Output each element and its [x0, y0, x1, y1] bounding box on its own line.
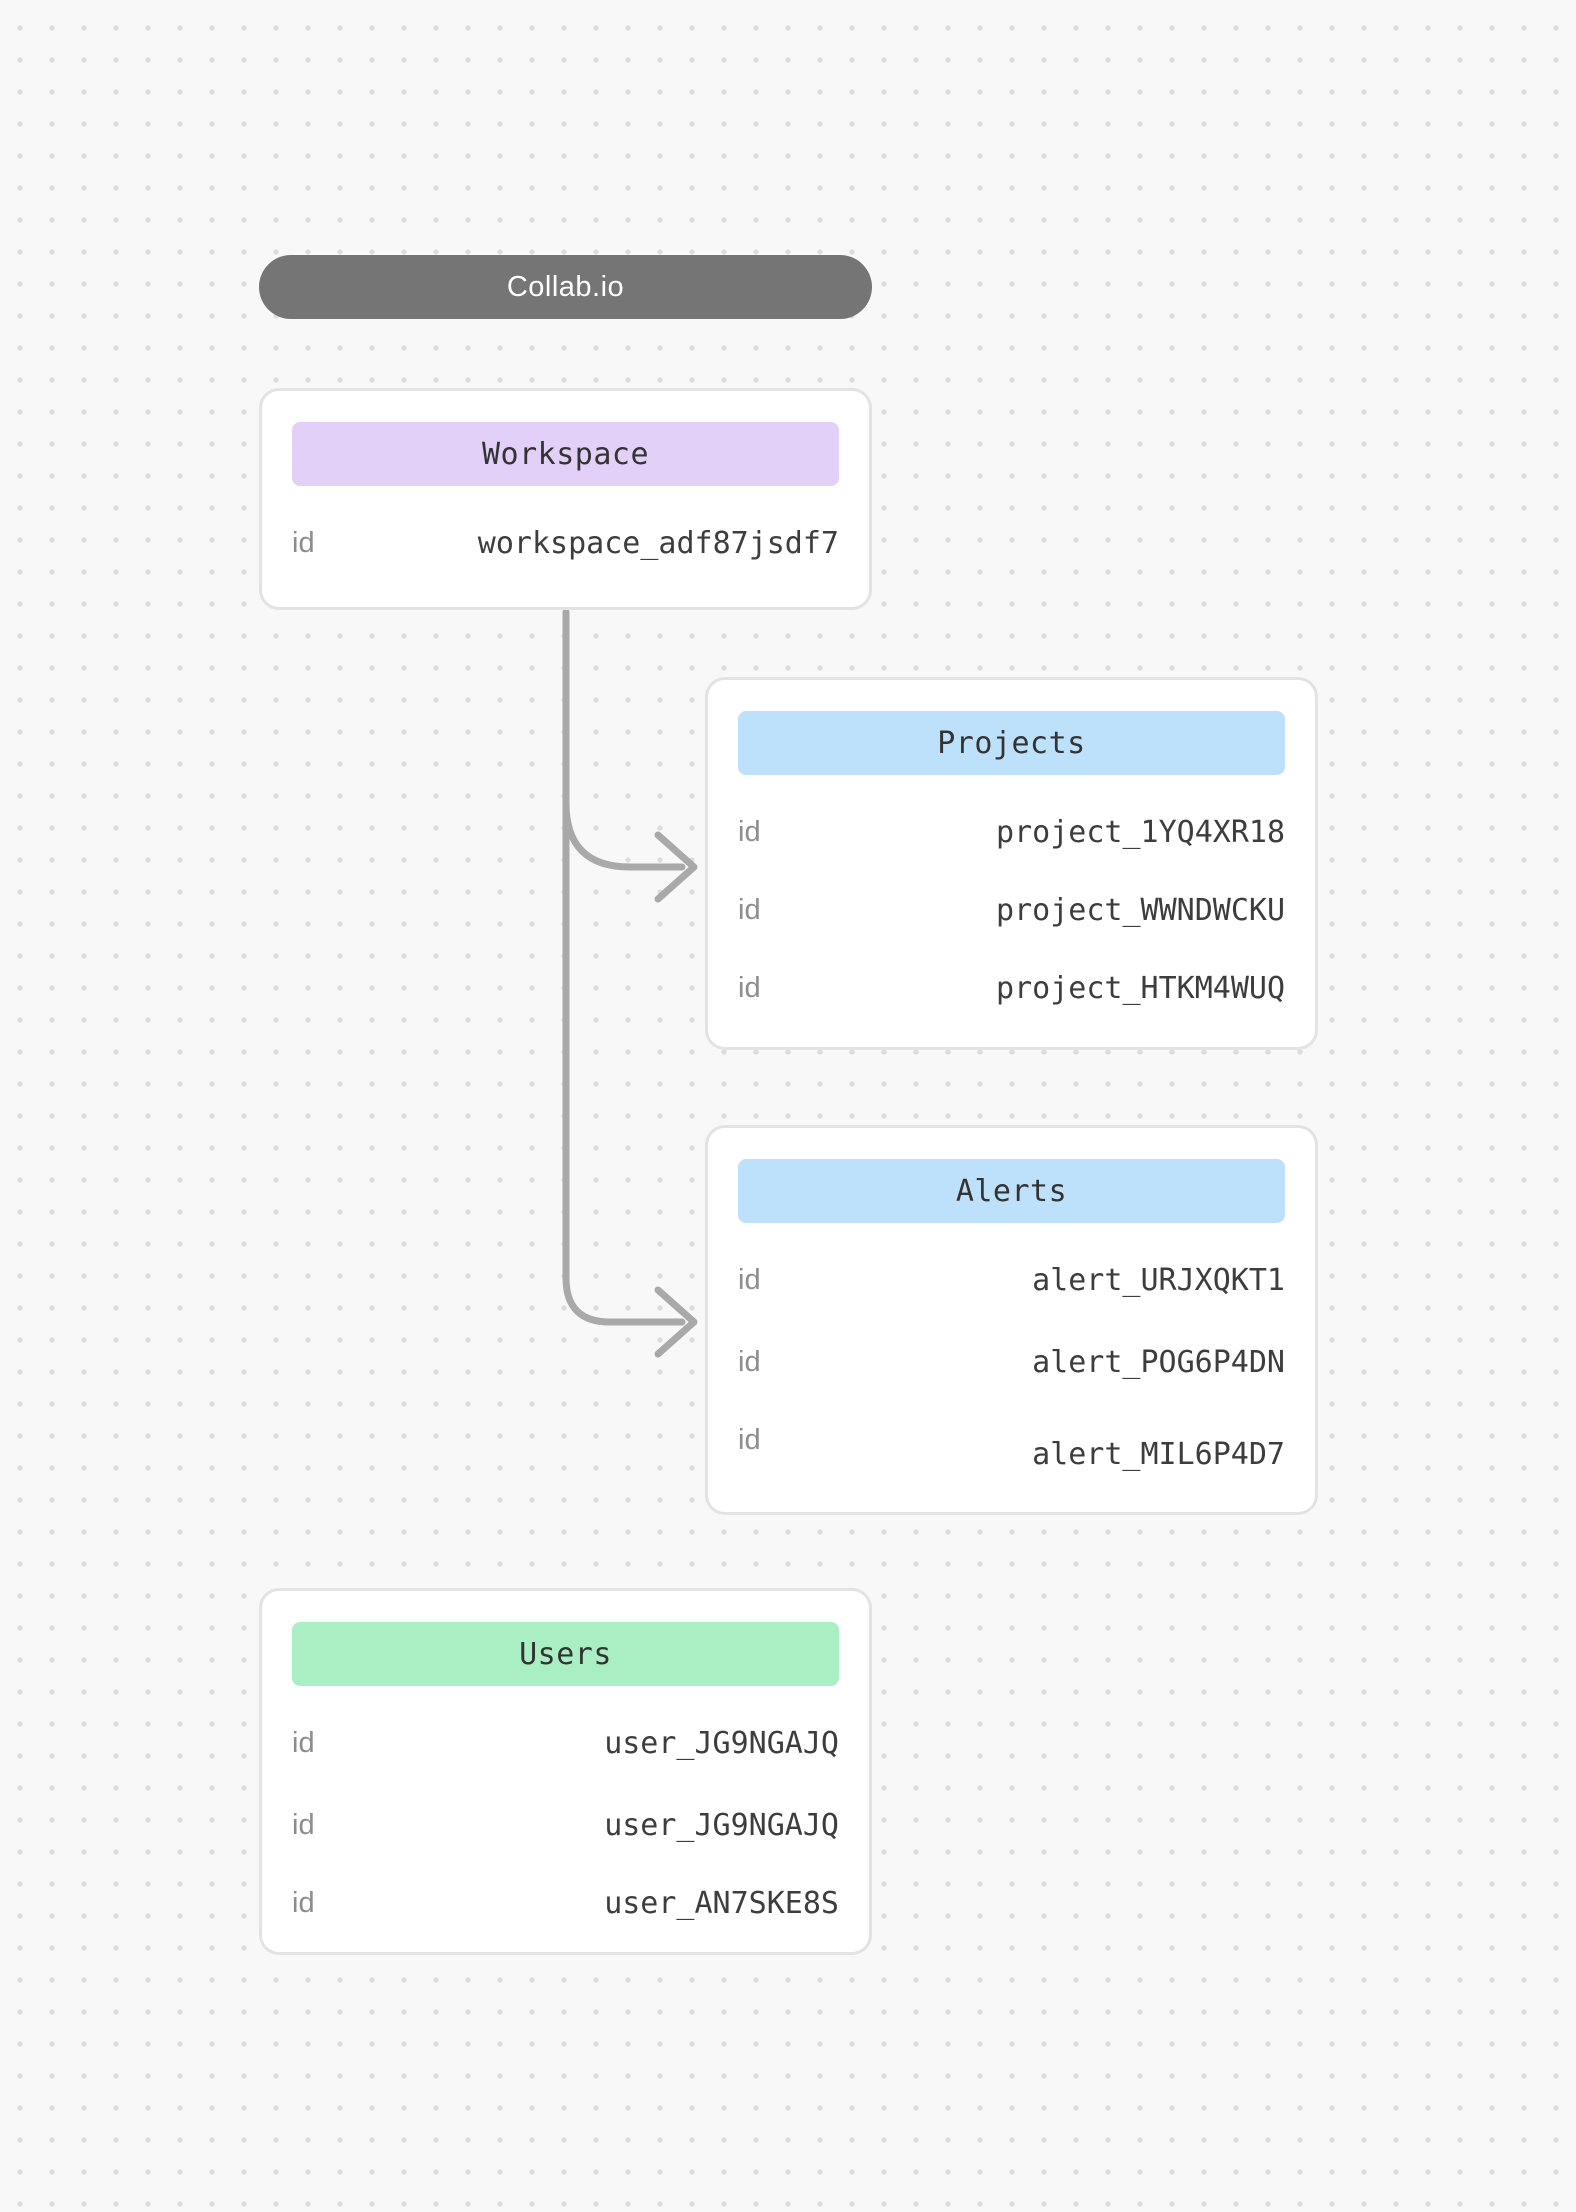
diagram-title-label: Collab.io	[506, 270, 625, 303]
field-row: id user_JG9NGAJQ	[292, 1721, 839, 1765]
field-row: id project_WWNDWCKU	[738, 888, 1285, 932]
field-label: id	[292, 526, 315, 559]
connector-workspace-to-alerts-line	[562, 608, 686, 1326]
field-label: id	[738, 893, 761, 926]
diagram-title-pill[interactable]: Collab.io	[259, 255, 872, 319]
field-label: id	[292, 1886, 315, 1919]
entity-header-projects: Projects	[738, 711, 1285, 775]
entity-title: Users	[519, 1636, 612, 1672]
field-value: user_AN7SKE8S	[604, 1885, 839, 1921]
connector-workspace-to-projects-line	[562, 799, 686, 871]
field-value: workspace_adf87jsdf7	[477, 525, 839, 561]
entity-title: Projects	[937, 725, 1086, 761]
field-row: id user_AN7SKE8S	[292, 1881, 839, 1925]
entity-card-alerts[interactable]: Alerts id alert_URJXQKT1 id alert_POG6P4…	[705, 1125, 1318, 1515]
field-value: user_JG9NGAJQ	[604, 1807, 839, 1843]
field-row: id alert_MIL6P4D7	[738, 1418, 1285, 1472]
field-value: alert_URJXQKT1	[1032, 1262, 1285, 1298]
field-label: id	[292, 1726, 315, 1759]
field-label: id	[738, 1345, 761, 1378]
field-row: id alert_URJXQKT1	[738, 1258, 1285, 1302]
arrowhead-to-projects-icon	[654, 831, 698, 903]
entity-title: Alerts	[955, 1173, 1068, 1209]
field-row: id user_JG9NGAJQ	[292, 1803, 839, 1847]
field-label: id	[738, 971, 761, 1004]
field-row: id project_HTKM4WUQ	[738, 966, 1285, 1010]
entity-header-users: Users	[292, 1622, 839, 1686]
field-label: id	[738, 1423, 761, 1456]
entity-card-projects[interactable]: Projects id project_1YQ4XR18 id project_…	[705, 677, 1318, 1050]
field-row: id project_1YQ4XR18	[738, 810, 1285, 854]
arrowhead-to-alerts-icon	[654, 1286, 698, 1358]
field-value: project_HTKM4WUQ	[996, 970, 1285, 1006]
entity-header-alerts: Alerts	[738, 1159, 1285, 1223]
entity-header-workspace: Workspace	[292, 422, 839, 486]
field-label: id	[292, 1808, 315, 1841]
field-value: project_WWNDWCKU	[996, 892, 1285, 928]
field-label: id	[738, 1263, 761, 1296]
field-label: id	[738, 815, 761, 848]
field-value: project_1YQ4XR18	[996, 814, 1285, 850]
field-row: id workspace_adf87jsdf7	[292, 521, 839, 565]
field-value: alert_POG6P4DN	[1032, 1344, 1285, 1380]
field-value: user_JG9NGAJQ	[604, 1725, 839, 1761]
entity-card-users[interactable]: Users id user_JG9NGAJQ id user_JG9NGAJQ …	[259, 1588, 872, 1955]
entity-title: Workspace	[481, 436, 650, 472]
field-value: alert_MIL6P4D7	[1032, 1436, 1285, 1472]
entity-card-workspace[interactable]: Workspace id workspace_adf87jsdf7	[259, 388, 872, 610]
field-row: id alert_POG6P4DN	[738, 1340, 1285, 1384]
